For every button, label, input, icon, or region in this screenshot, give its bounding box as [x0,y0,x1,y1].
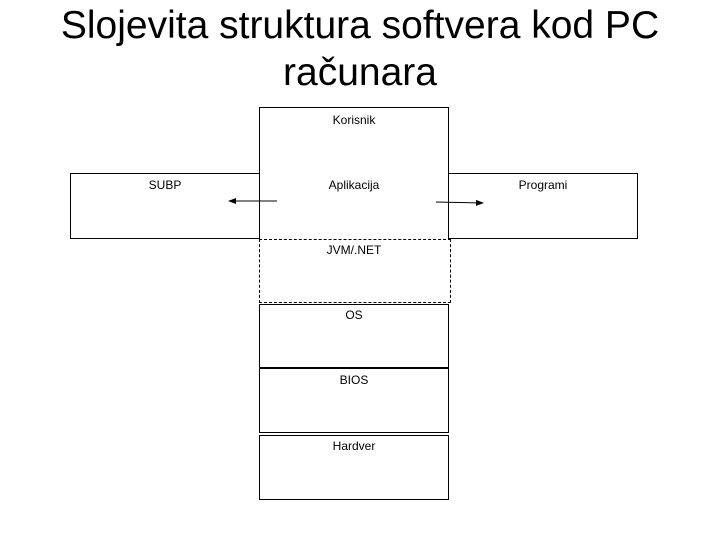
bios-label: BIOS [339,373,369,387]
hardver-layer-box [259,435,449,500]
aplikacija-cell [259,173,449,239]
aplikacija-label: Aplikacija [328,178,380,192]
os-label: OS [345,308,363,322]
bios-layer-box [259,368,449,433]
korisnik-label: Korisnik [332,113,376,127]
korisnik-layer-box [259,107,449,174]
hardver-label: Hardver [332,439,376,453]
slide-title: Slojevita struktura softvera kod PC raču… [0,2,720,96]
jvm-label: JVM/.NET [326,243,382,257]
arrow-to-programi [435,199,484,206]
slide-title-line-2: računara [283,51,437,94]
jvm-layer-box [259,239,451,303]
subp-label: SUBP [148,178,182,192]
slide-title-line-1: Slojevita struktura softvera kod PC [60,4,660,47]
programi-label: Programi [518,178,568,192]
os-layer-box [259,304,449,368]
